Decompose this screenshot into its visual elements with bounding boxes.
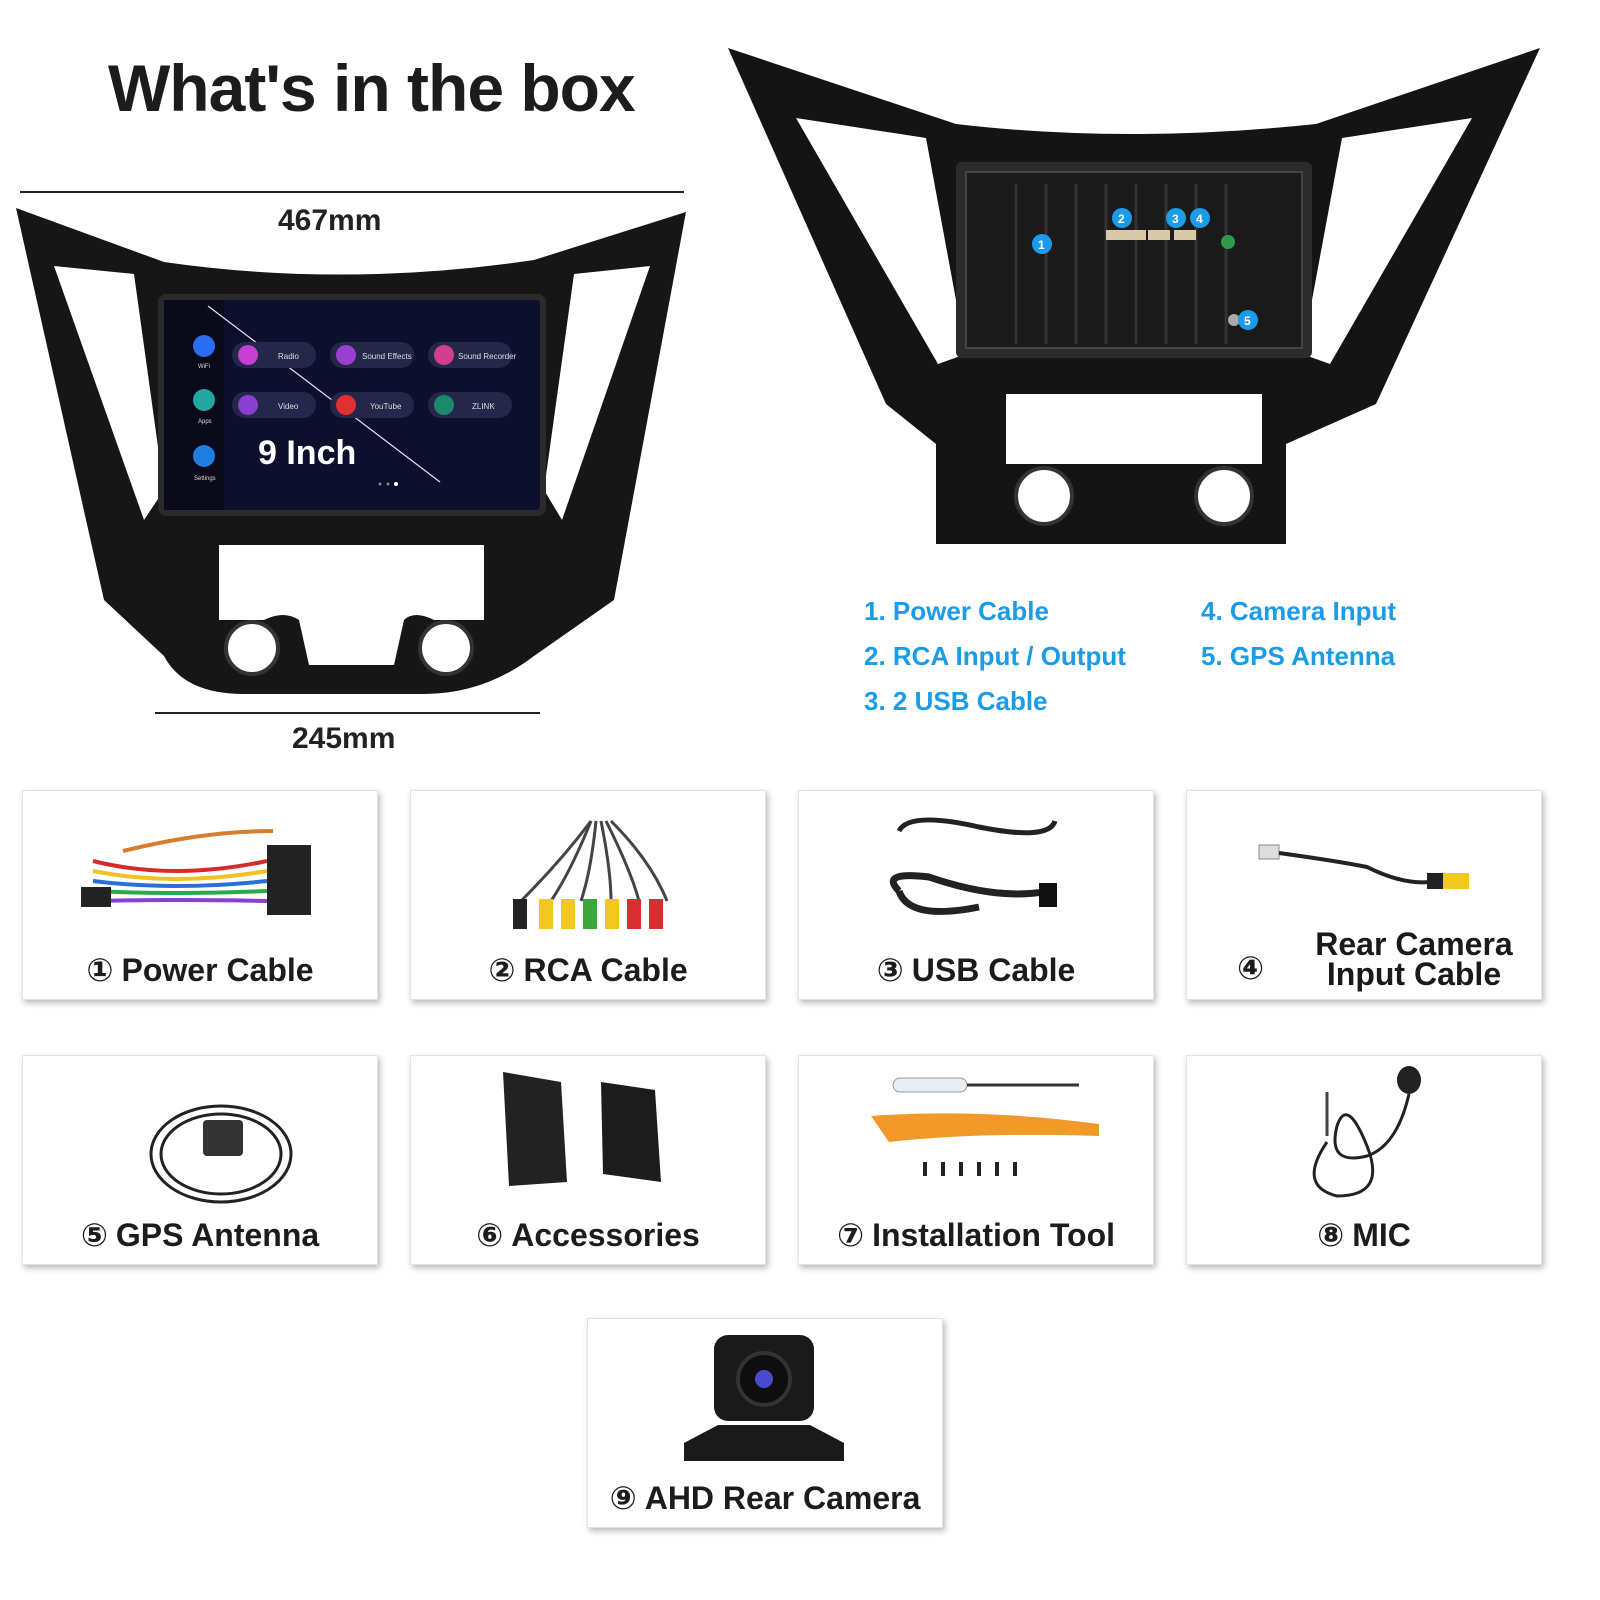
port-marker: 2 [1118, 212, 1125, 226]
port-marker: 5 [1244, 314, 1251, 328]
rca-cable-image [513, 819, 669, 929]
sidebar-label: Apps [198, 419, 212, 425]
camera-input-cable-image [1258, 844, 1469, 889]
head-unit-back-image: 1 2 3 4 5 [728, 48, 1540, 544]
port-legend-item: 3. 2 USB Cable [864, 686, 1048, 716]
power-cable-image [81, 829, 311, 915]
app-label: YouTube [370, 402, 402, 411]
sidebar-label: Settings [194, 476, 216, 482]
app-label: ZLINK [472, 402, 495, 411]
usb-cable-image [889, 817, 1058, 915]
app-label: Sound Recorder [458, 352, 517, 361]
port-legend-item: 1. Power Cable [864, 596, 1049, 626]
head-unit-front-image: Radio Sound Effects Sound Recorder Video… [16, 208, 686, 694]
accessories-image [503, 1072, 661, 1186]
app-label: Sound Effects [362, 352, 412, 361]
rear-camera-image [684, 1335, 844, 1461]
width-dimension-line [20, 191, 684, 193]
height-dimension-line [155, 712, 540, 714]
item-number: ④ [1237, 949, 1265, 987]
height-dimension: 245mm [292, 722, 396, 755]
page-title: What's in the box [108, 51, 636, 125]
port-marker: 1 [1038, 238, 1045, 252]
port-legend-item: 2. RCA Input / Output [864, 641, 1126, 671]
screen-size-label: 9 Inch [258, 434, 356, 472]
app-label: Video [278, 402, 299, 411]
installation-tool-image [871, 1077, 1099, 1176]
port-marker: 3 [1172, 212, 1179, 226]
mic-image [1312, 1066, 1421, 1198]
port-legend-item: 5. GPS Antenna [1201, 641, 1396, 671]
port-marker: 4 [1196, 212, 1203, 226]
width-dimension: 467mm [278, 204, 382, 237]
port-legend-item: 4. Camera Input [1201, 596, 1397, 626]
app-label: Radio [278, 352, 299, 361]
gps-antenna-image [149, 1104, 293, 1204]
sidebar-label: WiFi [198, 364, 210, 370]
